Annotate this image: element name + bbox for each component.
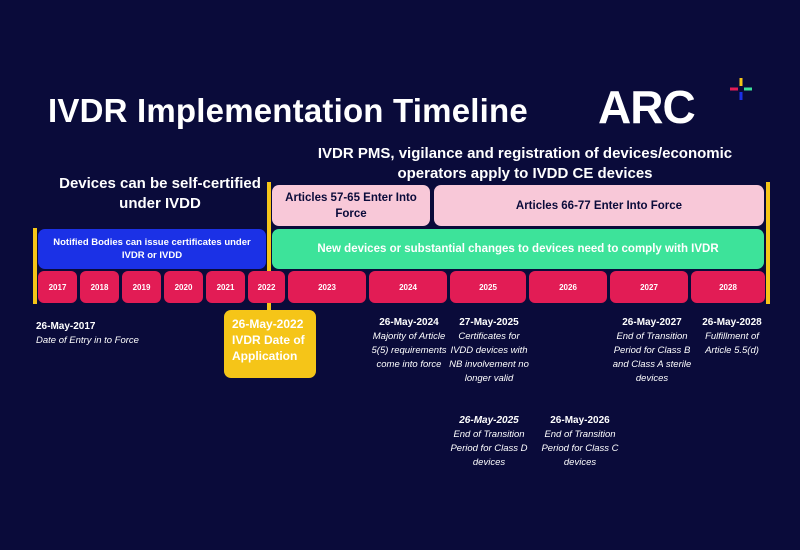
milestone-text: IVDR Date of Application xyxy=(232,333,305,363)
notified-bodies-bar: Notified Bodies can issue certificates u… xyxy=(38,229,266,269)
page-title: IVDR Implementation Timeline xyxy=(48,92,528,129)
milestone-text: Majority of Article 5(5) requirements co… xyxy=(371,331,447,370)
year-2023: 2023 xyxy=(288,271,366,303)
milestone-date: 27-May-2025 xyxy=(459,317,519,328)
application-date-box: 26-May-2022 IVDR Date of Application xyxy=(224,310,316,378)
pms-heading: IVDR PMS, vigilance and registration of … xyxy=(317,145,733,182)
milestone-2025-certificates: 27-May-2025 Certificates for IVDD device… xyxy=(449,316,529,386)
marker-line-2028 xyxy=(766,182,770,304)
milestone-2025-class-d: 26-May-2025 End of Transition Period for… xyxy=(447,414,531,470)
milestone-text: End of Transition Period for Class D dev… xyxy=(450,429,528,468)
milestone-date: 26-May-2027 xyxy=(622,317,682,328)
articles-66-77-bar: Articles 66-77 Enter Into Force xyxy=(434,185,764,226)
milestone-text: End of Transition Period for Class C dev… xyxy=(541,429,619,468)
milestone-2024: 26-May-2024 Majority of Article 5(5) req… xyxy=(364,316,454,372)
milestone-2026: 26-May-2026 End of Transition Period for… xyxy=(536,414,624,470)
milestone-2017: 26-May-2017 Date of Entry in to Force xyxy=(36,320,146,348)
year-2022: 2022 xyxy=(248,271,285,303)
milestone-text: Certificates for IVDD devices with NB in… xyxy=(449,331,529,384)
year-2021: 2021 xyxy=(206,271,245,303)
milestone-date: 26-May-2028 xyxy=(702,317,762,328)
year-2027: 2027 xyxy=(610,271,688,303)
articles-57-65-bar: Articles 57-65 Enter Into Force xyxy=(272,185,430,226)
milestone-text: End of Transition Period for Class B and… xyxy=(612,331,692,384)
year-2018: 2018 xyxy=(80,271,119,303)
year-2024: 2024 xyxy=(369,271,447,303)
milestone-date: 26-May-2025 xyxy=(459,415,519,426)
milestone-date: 26-May-2026 xyxy=(550,415,610,426)
year-2019: 2019 xyxy=(122,271,161,303)
milestone-text: Fulfillment of Article 5.5(d) xyxy=(705,331,759,356)
logo-text: ARC xyxy=(598,81,696,133)
year-2026: 2026 xyxy=(529,271,607,303)
new-devices-bar: New devices or substantial changes to de… xyxy=(272,229,764,269)
milestone-2027: 26-May-2027 End of Transition Period for… xyxy=(612,316,692,386)
milestone-2028: 26-May-2028 Fulfillment of Article 5.5(d… xyxy=(692,316,772,358)
milestone-text: Date of Entry in to Force xyxy=(36,335,139,346)
year-2028: 2028 xyxy=(691,271,765,303)
sparkle-icon xyxy=(730,78,752,100)
year-2017: 2017 xyxy=(38,271,77,303)
arc-logo: ARC xyxy=(598,78,758,134)
milestone-date: 26-May-2024 xyxy=(379,317,439,328)
milestone-date: 26-May-2022 xyxy=(232,317,304,331)
milestone-date: 26-May-2017 xyxy=(36,321,96,332)
marker-line-2017 xyxy=(33,228,37,304)
year-2020: 2020 xyxy=(164,271,203,303)
year-2025: 2025 xyxy=(450,271,526,303)
marker-line-2022 xyxy=(267,182,271,312)
self-certified-heading: Devices can be self-certified under IVDD xyxy=(59,175,261,212)
